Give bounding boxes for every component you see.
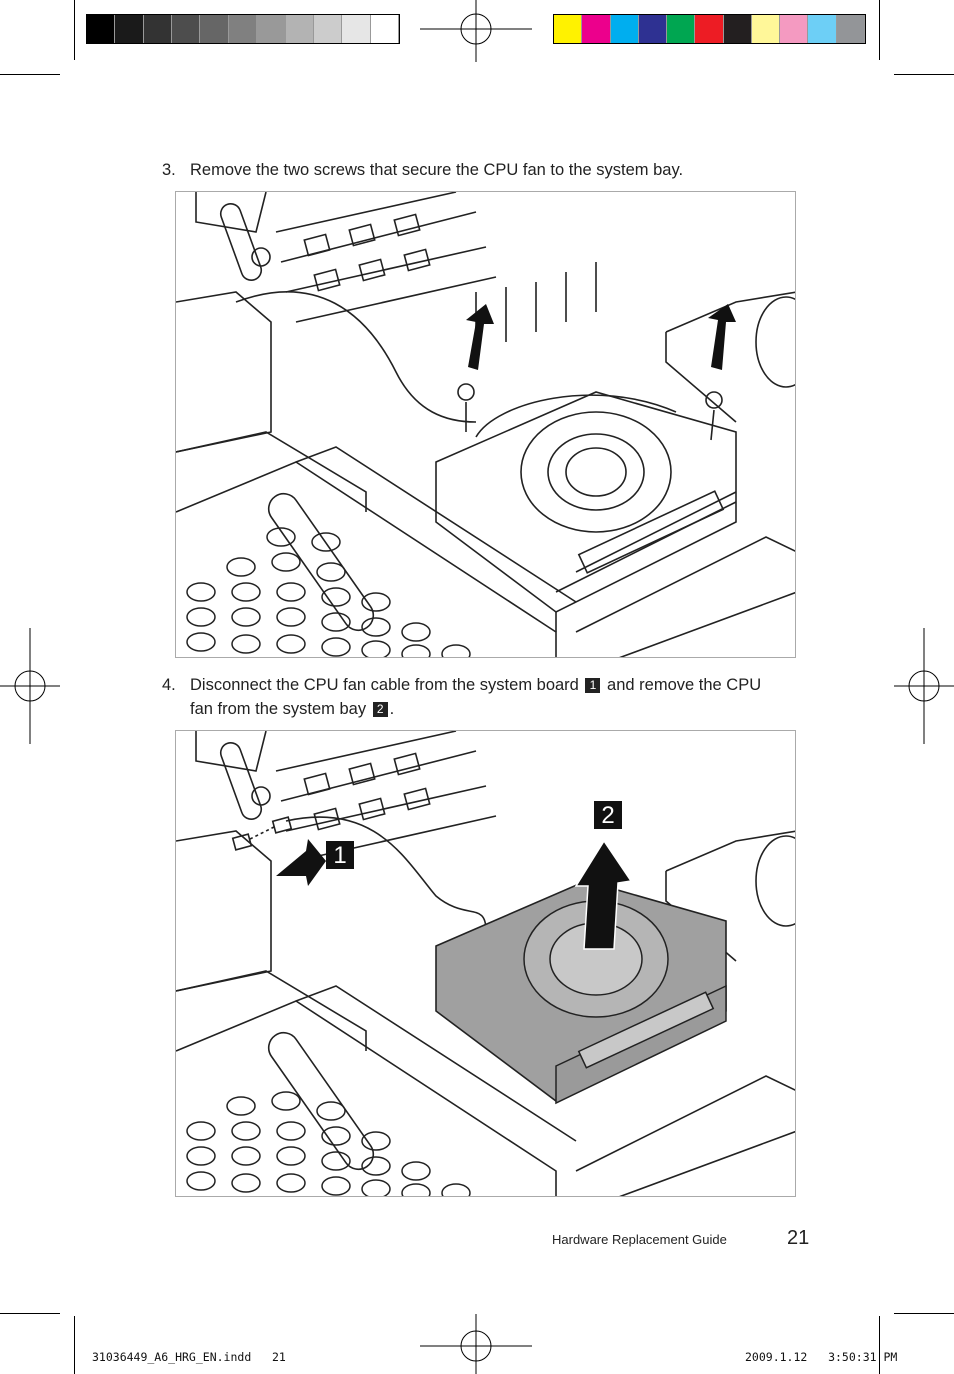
color-swatch	[554, 15, 583, 43]
registration-mark	[894, 628, 954, 744]
callout-badge-1: 1	[585, 678, 601, 693]
slug-timestamp: 2009.1.12 3:50:31 PM	[745, 1350, 898, 1364]
crop-mark	[879, 0, 880, 60]
step-text: Remove the two screws that secure the CP…	[190, 161, 684, 179]
footer-title: Hardware Replacement Guide	[552, 1232, 727, 1247]
step-text: Disconnect the CPU fan cable from the sy…	[190, 676, 579, 694]
crop-mark	[74, 0, 75, 60]
registration-mark	[420, 0, 532, 62]
color-swatch	[87, 15, 116, 43]
color-swatch	[751, 15, 781, 43]
color-swatch	[836, 15, 865, 43]
color-swatch	[638, 15, 668, 43]
crop-mark	[74, 1316, 75, 1374]
color-swatch	[342, 15, 371, 43]
color-swatch	[370, 15, 399, 43]
callout-box-2	[594, 801, 622, 829]
callout-label-1: 1	[333, 842, 346, 869]
color-swatch	[610, 15, 639, 43]
color-swatch	[228, 15, 258, 43]
cpu-fan-screws-illustration	[176, 192, 795, 657]
page-number: 21	[787, 1227, 810, 1249]
color-swatch	[143, 15, 173, 43]
color-swatch	[695, 15, 724, 43]
registration-mark	[420, 1314, 532, 1374]
process-color-bar	[553, 14, 866, 44]
color-swatch	[257, 15, 286, 43]
crop-mark	[0, 1313, 60, 1314]
step-3: 3. Remove the two screws that secure the …	[162, 158, 683, 182]
color-swatch	[780, 15, 809, 43]
crop-mark	[879, 1316, 880, 1374]
cpu-fan-removal-illustration: 1 2	[176, 731, 795, 1196]
step-4: 4. Disconnect the CPU fan cable from the …	[162, 673, 812, 721]
step-number: 3.	[162, 161, 176, 179]
callout-badge-2: 2	[372, 702, 388, 717]
step-text: and remove the CPU	[607, 676, 762, 694]
color-swatch	[667, 15, 696, 43]
step-text: .	[389, 700, 395, 718]
callout-label-2: 2	[601, 802, 614, 829]
step-number: 4.	[162, 676, 176, 694]
color-swatch	[115, 15, 144, 43]
crop-mark	[894, 1313, 954, 1314]
color-swatch	[200, 15, 229, 43]
color-swatch	[172, 15, 201, 43]
callout-box-1	[326, 841, 354, 869]
crop-mark	[894, 74, 954, 75]
color-swatch	[808, 15, 837, 43]
gray-color-bar	[86, 14, 400, 44]
crop-mark	[0, 74, 60, 75]
color-swatch	[582, 15, 611, 43]
figure-remove-screws	[175, 191, 796, 658]
registration-mark	[0, 628, 60, 744]
step-text: fan from the system bay	[190, 700, 367, 718]
color-swatch	[313, 15, 343, 43]
slug-filename: 31036449_A6_HRG_EN.indd 21	[92, 1350, 286, 1364]
figure-remove-fan: 1 2	[175, 730, 796, 1197]
color-swatch	[723, 15, 752, 43]
color-swatch	[285, 15, 314, 43]
